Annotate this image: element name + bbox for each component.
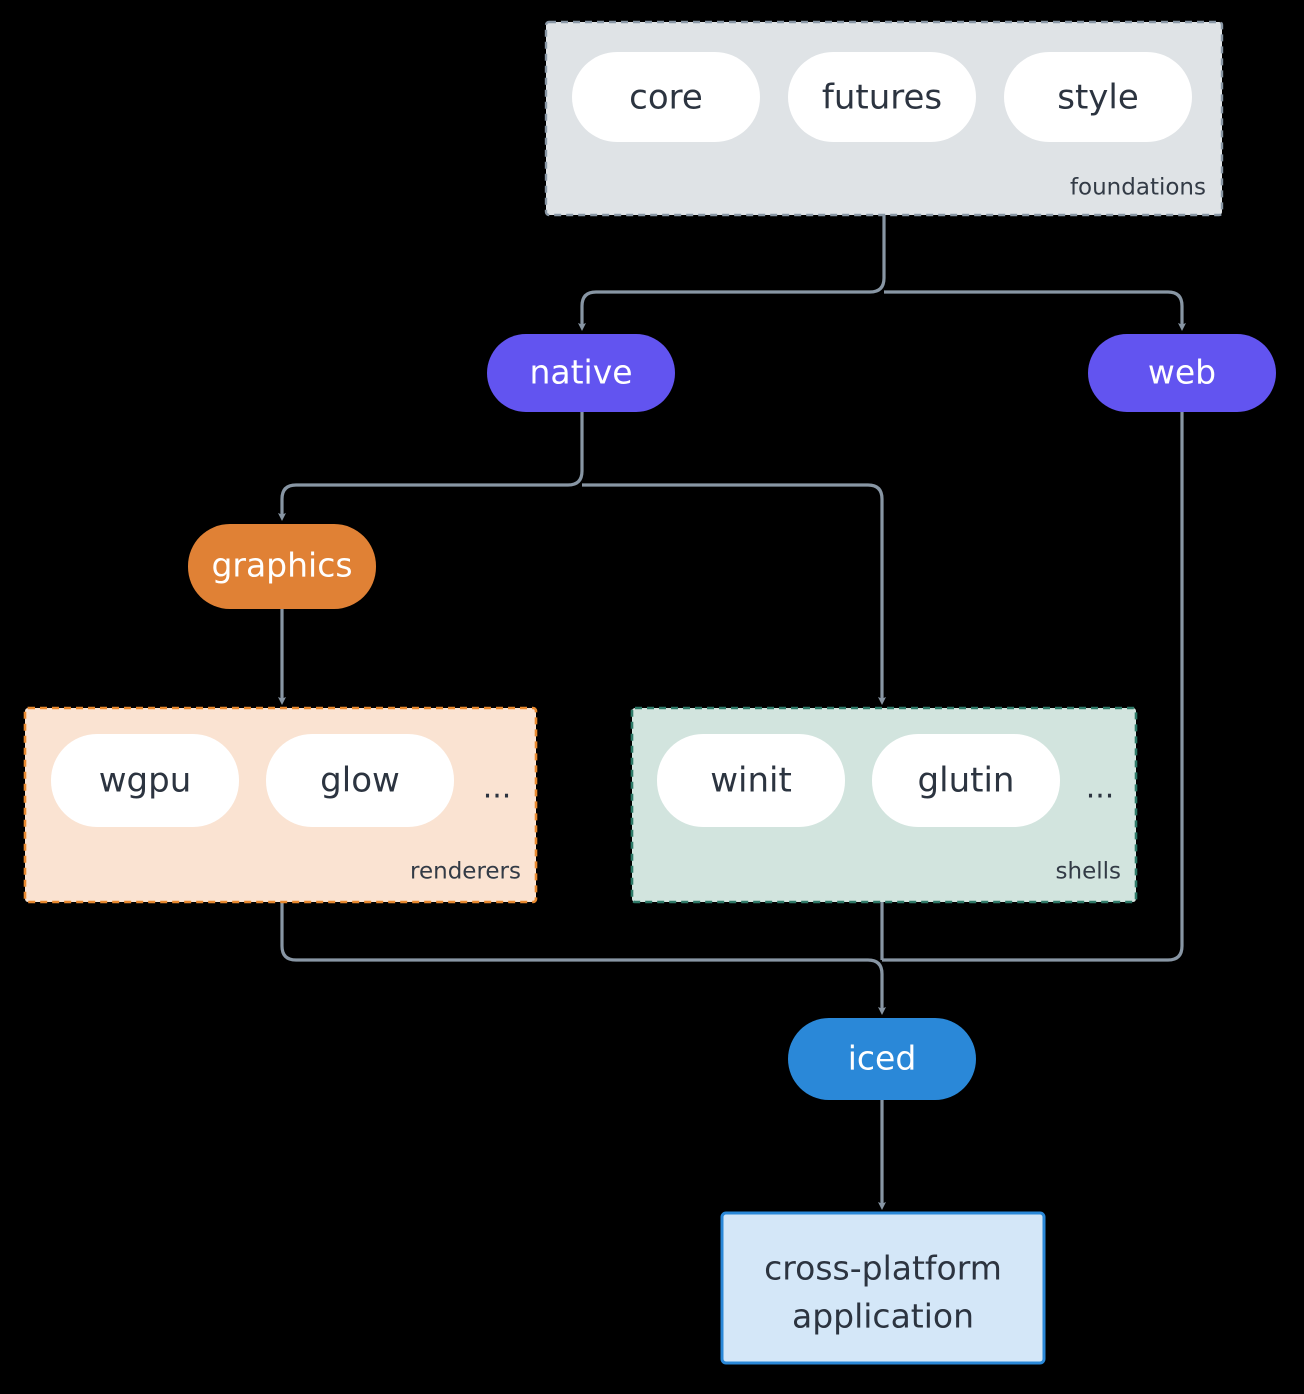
pill-glutin[interactable]: glutin (872, 734, 1060, 827)
edge-native-to-graphics (278, 412, 584, 521)
pill-wgpu-shape (51, 734, 239, 827)
pill-style-label: style (1057, 78, 1139, 118)
application-label-line1: cross-platform (764, 1249, 1002, 1288)
edge-native-to-shells (582, 483, 886, 705)
group-renderers: wgpu glow ... renderers (23, 706, 538, 904)
connector-layer (278, 215, 1186, 1210)
shells-ellipsis: ... (1086, 771, 1115, 806)
pill-core-shape (572, 52, 760, 142)
node-web-shape (1088, 334, 1276, 412)
pill-glow[interactable]: glow (266, 734, 454, 827)
pill-futures[interactable]: futures (788, 52, 976, 142)
pill-wgpu[interactable]: wgpu (51, 734, 239, 827)
pill-core-label: core (629, 78, 703, 118)
pill-style-shape (1004, 52, 1192, 142)
group-shells: winit glutin ... shells (630, 706, 1138, 904)
node-graphics-label: graphics (211, 546, 352, 585)
pill-glutin-label: glutin (918, 761, 1015, 801)
pill-wgpu-label: wgpu (99, 761, 192, 801)
node-native-label: native (529, 353, 632, 392)
node-iced-label: iced (848, 1039, 917, 1078)
pill-glow-shape (266, 734, 454, 827)
node-native[interactable]: native (487, 334, 675, 412)
node-cross-platform-application[interactable]: cross-platform application (720, 1211, 1046, 1365)
node-native-shape (487, 334, 675, 412)
edge-foundations-split (578, 215, 886, 331)
pill-glow-label: glow (320, 761, 400, 801)
renderers-ellipsis: ... (483, 771, 512, 806)
node-graphics-shape (188, 524, 376, 609)
node-web[interactable]: web (1088, 334, 1276, 412)
pill-winit-shape (657, 734, 845, 827)
pill-winit-label: winit (710, 761, 792, 801)
pill-winit[interactable]: winit (657, 734, 845, 827)
pill-futures-shape (788, 52, 976, 142)
group-renderers-label: renderers (410, 859, 521, 885)
edge-foundations-to-web (884, 290, 1186, 331)
node-iced[interactable]: iced (788, 1018, 976, 1100)
node-graphics[interactable]: graphics (188, 524, 376, 609)
pill-glutin-shape (872, 734, 1060, 827)
pill-style[interactable]: style (1004, 52, 1192, 142)
group-foundations-label: foundations (1070, 175, 1206, 201)
node-iced-shape (788, 1018, 976, 1100)
edge-web-to-iced (882, 412, 1184, 962)
application-label-line2: application (792, 1297, 974, 1336)
application-box (720, 1211, 1046, 1365)
edge-renderers-to-iced (280, 902, 886, 1015)
group-foundations: core futures style foundations (544, 20, 1224, 217)
pill-core[interactable]: core (572, 52, 760, 142)
group-shells-label: shells (1056, 859, 1121, 885)
node-web-label: web (1148, 353, 1216, 392)
pill-futures-label: futures (822, 78, 942, 118)
